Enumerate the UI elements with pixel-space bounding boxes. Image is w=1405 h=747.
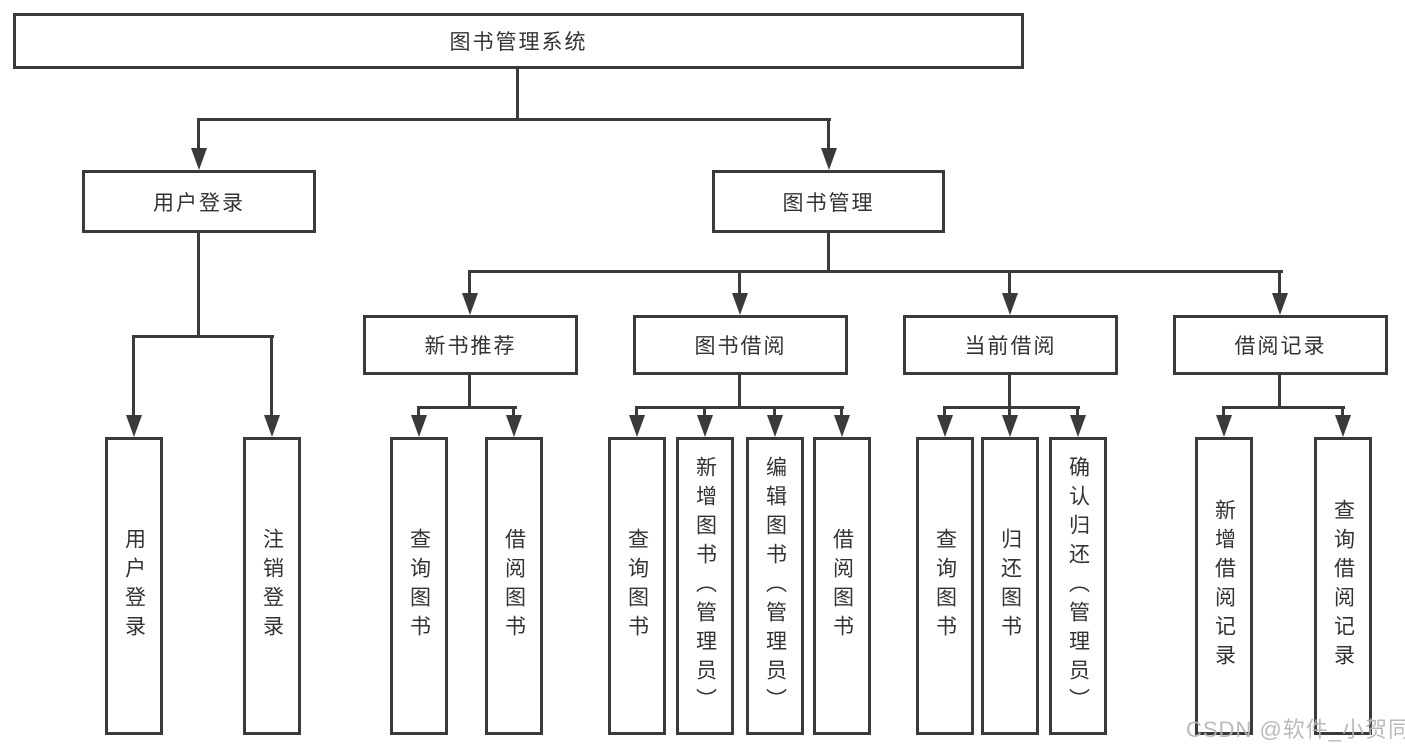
connector-line (197, 233, 200, 337)
connector-line (468, 375, 471, 409)
connector-line (1008, 270, 1011, 299)
leaf-query-borrow-record: 查询借阅记录 (1314, 437, 1372, 735)
arrow-down-icon (834, 415, 850, 437)
connector-line (635, 406, 844, 409)
leaf-edit-books-admin: 编辑图书（管理员） (746, 437, 804, 735)
node-label: 图书管理 (782, 191, 875, 215)
leaf-query-books-recommend: 查询图书 (390, 437, 448, 735)
arrow-down-icon (126, 415, 142, 437)
node-root-library-management-system: 图书管理系统 (13, 13, 1024, 69)
node-label: 编辑图书（管理员） (763, 455, 787, 717)
leaf-query-books-current: 查询图书 (916, 437, 974, 735)
leaf-user-login: 用户登录 (105, 437, 163, 735)
node-label: 注销登录 (260, 528, 284, 644)
connector-line (827, 118, 830, 154)
arrow-down-icon (1216, 415, 1232, 437)
node-label: 新增图书（管理员） (693, 455, 717, 717)
connector-line (1222, 406, 1225, 419)
connector-line (840, 406, 843, 419)
arrow-down-icon (1272, 293, 1288, 315)
node-book-management-branch: 图书管理 (712, 170, 945, 233)
arrow-down-icon (697, 415, 713, 437)
connector-line (197, 118, 831, 121)
node-label: 用户登录 (153, 191, 245, 215)
arrow-down-icon (264, 415, 280, 437)
node-label: 当前借阅 (964, 335, 1057, 358)
node-label: 用户登录 (122, 528, 146, 644)
connector-line (1341, 406, 1344, 419)
arrow-down-icon (767, 415, 783, 437)
connector-line (943, 406, 946, 419)
leaf-logout: 注销登录 (243, 437, 301, 735)
connector-line (132, 335, 135, 419)
leaf-add-books-admin: 新增图书（管理员） (676, 437, 734, 735)
arrow-down-icon (732, 293, 748, 315)
arrow-down-icon (462, 293, 478, 315)
node-user-login-branch: 用户登录 (82, 170, 316, 233)
connector-line (468, 270, 1283, 273)
node-label: 借阅记录 (1234, 335, 1327, 358)
connector-line (773, 406, 776, 419)
connector-line (1076, 406, 1079, 419)
node-label: 新书推荐 (424, 335, 517, 358)
connector-line (738, 375, 741, 409)
arrow-down-icon (1070, 415, 1086, 437)
arrow-down-icon (1335, 415, 1351, 437)
leaf-return-books: 归还图书 (981, 437, 1039, 735)
arrow-down-icon (1002, 293, 1018, 315)
leaf-query-books-borrowing: 查询图书 (608, 437, 666, 735)
connector-line (1008, 406, 1011, 419)
node-label: 借阅图书 (830, 528, 854, 644)
connector-line (943, 406, 1080, 409)
connector-line (132, 335, 274, 338)
node-label: 查询图书 (407, 528, 431, 644)
node-label: 查询图书 (625, 528, 649, 644)
node-label: 图书管理系统 (449, 31, 588, 54)
arrow-down-icon (506, 415, 522, 437)
connector-line (1278, 375, 1281, 409)
leaf-add-borrow-record: 新增借阅记录 (1195, 437, 1253, 735)
connector-line (1008, 375, 1011, 409)
node-label: 查询借阅记录 (1331, 499, 1355, 673)
node-borrowing-records: 借阅记录 (1173, 315, 1388, 375)
connector-line (417, 406, 420, 419)
arrow-down-icon (629, 415, 645, 437)
arrow-down-icon (937, 415, 953, 437)
csdn-watermark: CSDN @软件_小贺同学 (1186, 717, 1405, 742)
arrow-down-icon (1002, 415, 1018, 437)
arrow-down-icon (411, 415, 427, 437)
connector-line (270, 335, 273, 419)
leaf-borrow-books-borrowing: 借阅图书 (813, 437, 871, 735)
leaf-confirm-return-admin: 确认归还（管理员） (1049, 437, 1107, 735)
arrow-down-icon (821, 148, 837, 170)
connector-line (1278, 270, 1281, 299)
node-current-borrowing: 当前借阅 (903, 315, 1118, 375)
connector-line (703, 406, 706, 419)
connector-line (197, 118, 200, 154)
connector-line (468, 270, 471, 299)
connector-line (1222, 406, 1345, 409)
node-new-book-recommend: 新书推荐 (363, 315, 578, 375)
connector-line (417, 406, 517, 409)
node-label: 查询图书 (933, 528, 957, 644)
leaf-borrow-books-recommend: 借阅图书 (485, 437, 543, 735)
node-book-borrowing: 图书借阅 (633, 315, 848, 375)
arrow-down-icon (191, 148, 207, 170)
node-label: 归还图书 (998, 528, 1022, 644)
node-label: 确认归还（管理员） (1066, 455, 1090, 717)
connector-line (635, 406, 638, 419)
connector-line (516, 69, 519, 121)
node-label: 图书借阅 (694, 335, 787, 358)
connector-line (512, 406, 515, 419)
node-label: 新增借阅记录 (1212, 499, 1236, 673)
node-label: 借阅图书 (502, 528, 526, 644)
connector-line (827, 233, 830, 273)
connector-line (738, 270, 741, 299)
